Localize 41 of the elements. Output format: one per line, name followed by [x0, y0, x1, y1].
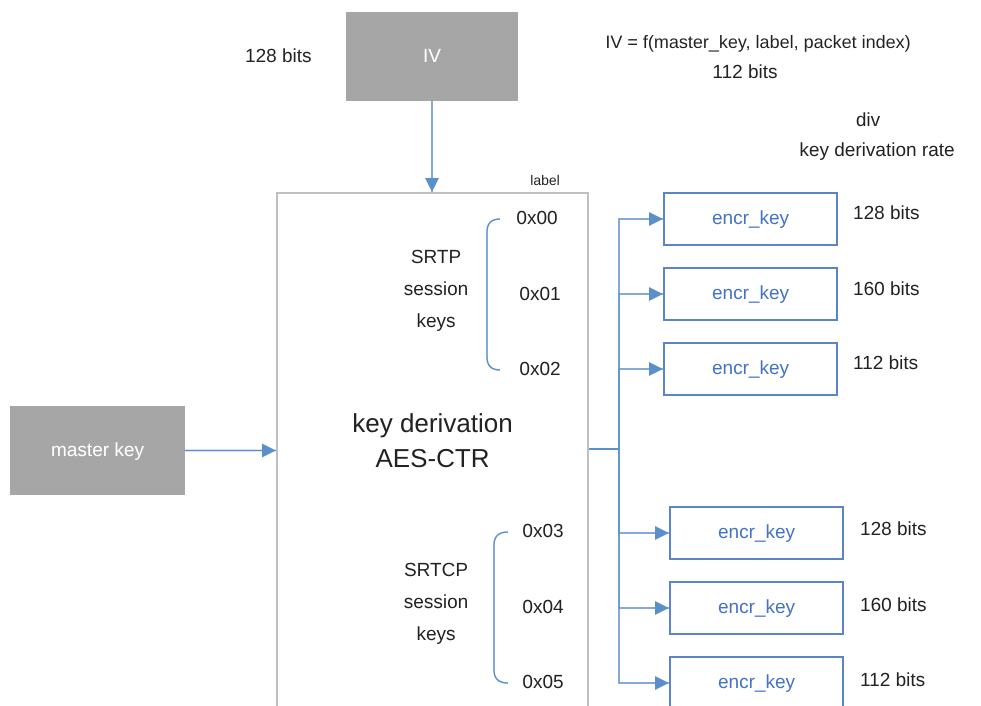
- node-title: IV: [423, 46, 441, 68]
- bit-length-text: 128 bits: [853, 202, 920, 226]
- node-title: encr_key: [718, 597, 796, 619]
- bit-length-text: 112 bits: [853, 352, 918, 376]
- bit-length-text: 128 bits: [860, 518, 927, 542]
- node-title: encr_key: [712, 208, 790, 230]
- key-box: [669, 581, 844, 635]
- label-code: 0x01: [518, 283, 562, 307]
- note-text: div: [854, 109, 882, 133]
- formula-text: IV = f(master_key, label, packet index): [604, 31, 912, 54]
- process-box: [276, 192, 589, 706]
- label-code: 0x04: [521, 596, 565, 620]
- input-box: [346, 12, 518, 101]
- key-box: [669, 656, 844, 706]
- bit-length-text: 128 bits: [245, 45, 312, 69]
- node-title: encr_key: [718, 672, 796, 694]
- column-label: label: [529, 171, 561, 189]
- node-title: key derivation AES-CTR: [351, 406, 514, 474]
- label-code: 0x00: [515, 207, 559, 231]
- arrow: [589, 448, 669, 690]
- label-code: 0x05: [521, 671, 565, 695]
- bit-length-text: 112 bits: [860, 669, 926, 693]
- group-label: SRTP session keys: [402, 246, 470, 334]
- node-title: encr_key: [712, 283, 790, 305]
- arrow: [185, 444, 276, 458]
- bit-length-text: 160 bits: [853, 278, 920, 302]
- key-box: [669, 506, 844, 560]
- key-box: [663, 342, 838, 396]
- label-code: 0x03: [521, 520, 565, 544]
- input-box: [10, 406, 185, 495]
- bit-length-text: 112 bits: [711, 61, 779, 85]
- bit-length-text: 160 bits: [860, 594, 927, 618]
- arrow: [425, 101, 439, 192]
- node-title: encr_key: [712, 358, 790, 380]
- key-box: [663, 192, 838, 246]
- node-title: encr_key: [718, 522, 796, 544]
- label-code: 0x02: [518, 358, 562, 382]
- group-label: SRTCP session keys: [402, 559, 470, 647]
- note-text: key derivation rate: [798, 139, 956, 163]
- node-title: master key: [51, 440, 144, 462]
- key-box: [663, 267, 838, 321]
